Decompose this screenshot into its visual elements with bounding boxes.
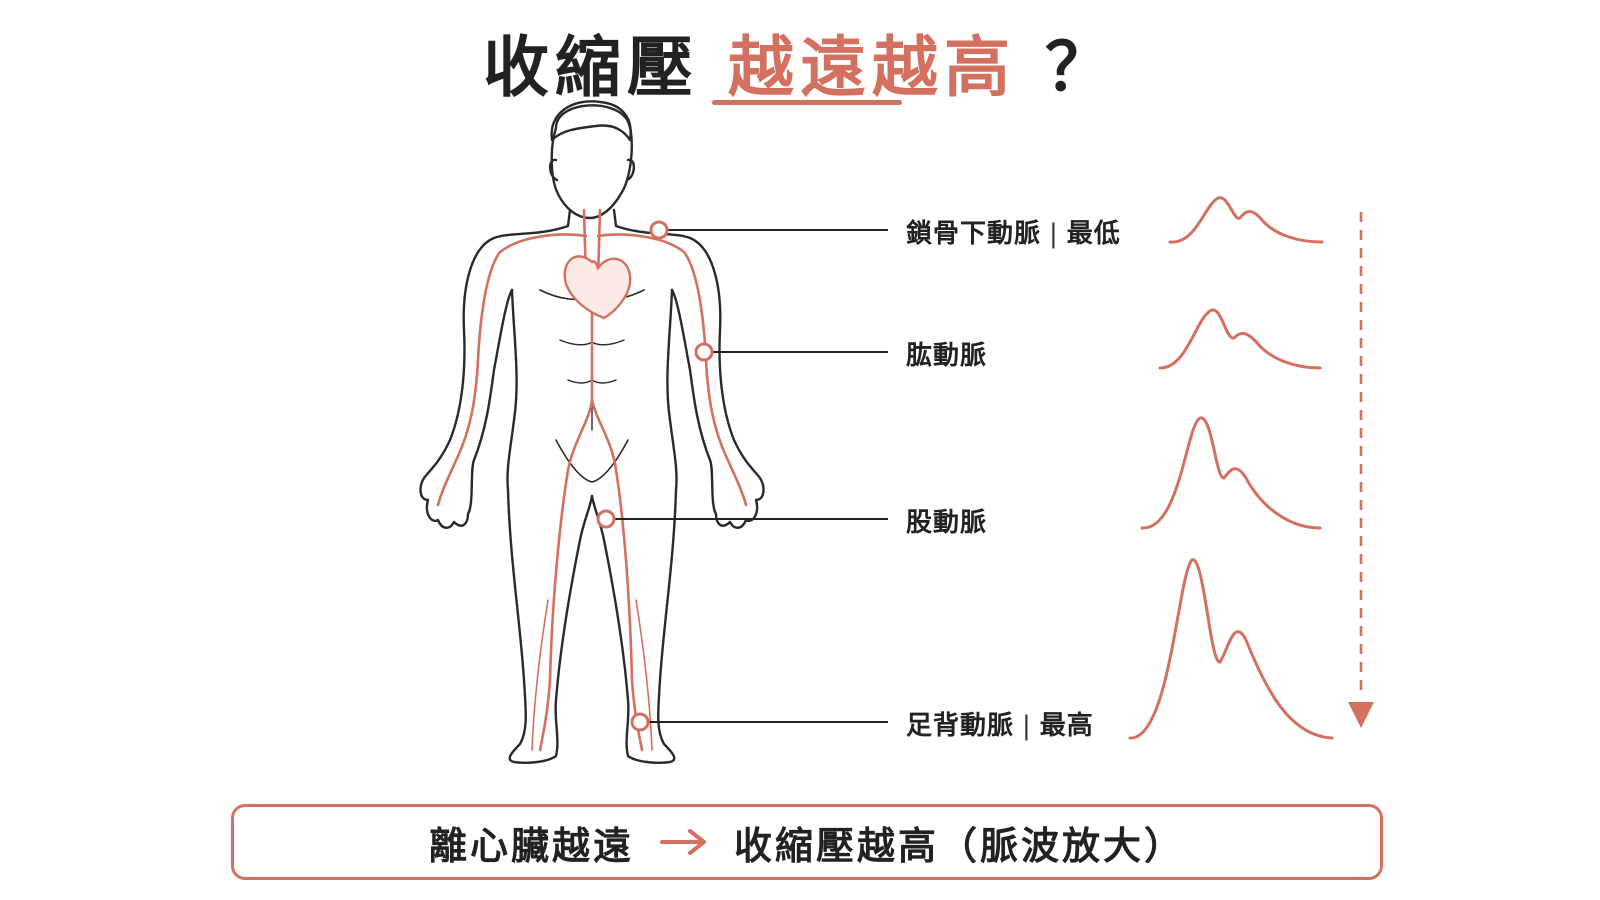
label-subclavian: 鎖骨下動脈|最低 [906,213,1121,250]
right-arrow-icon [660,828,708,856]
page-title: 收縮壓 越遠越高 ？ [0,14,1600,110]
label-femoral-name: 股動脈 [906,508,988,538]
point-marker-subclavian [649,220,669,240]
label-subclavian-name: 鎖骨下動脈 [906,219,1042,249]
pulse-wave-brachial [1158,308,1322,370]
title-prefix: 收縮壓 [483,29,700,106]
summary-left: 離心臟越遠 [428,823,634,868]
label-subclavian-level: 最低 [1066,219,1121,249]
summary-right: 收縮壓越高（脈波放大） [734,823,1186,868]
label-brachial-name: 肱動脈 [906,341,988,371]
body-outline [419,100,765,764]
title-highlight: 越遠越高 [728,29,1016,106]
label-dorsalis-pedis-level: 最高 [1039,711,1094,741]
heart-icon [563,255,632,320]
label-brachial: 肱動脈 [906,335,987,372]
title-underline [712,100,902,105]
label-separator: | [1049,219,1059,249]
point-marker-femoral [596,509,616,529]
label-femoral: 股動脈 [906,502,987,539]
label-dorsalis-pedis: 足背動脈|最高 [906,705,1094,742]
label-separator: | [1022,711,1032,741]
point-marker-brachial [694,342,714,362]
point-marker-dorsalis-pedis [630,712,650,732]
title-suffix: ？ [1044,29,1117,106]
pulse-wave-subclavian [1168,196,1324,244]
leader-lines [615,229,888,723]
label-dorsalis-pedis-name: 足背動脈 [906,711,1015,741]
pulse-wave-dorsalis-pedis [1128,558,1334,740]
summary-box: 離心臟越遠 收縮壓越高（脈波放大） [231,804,1383,880]
increase-arrow-head [1348,702,1374,728]
pulse-wave-femoral [1140,416,1322,530]
